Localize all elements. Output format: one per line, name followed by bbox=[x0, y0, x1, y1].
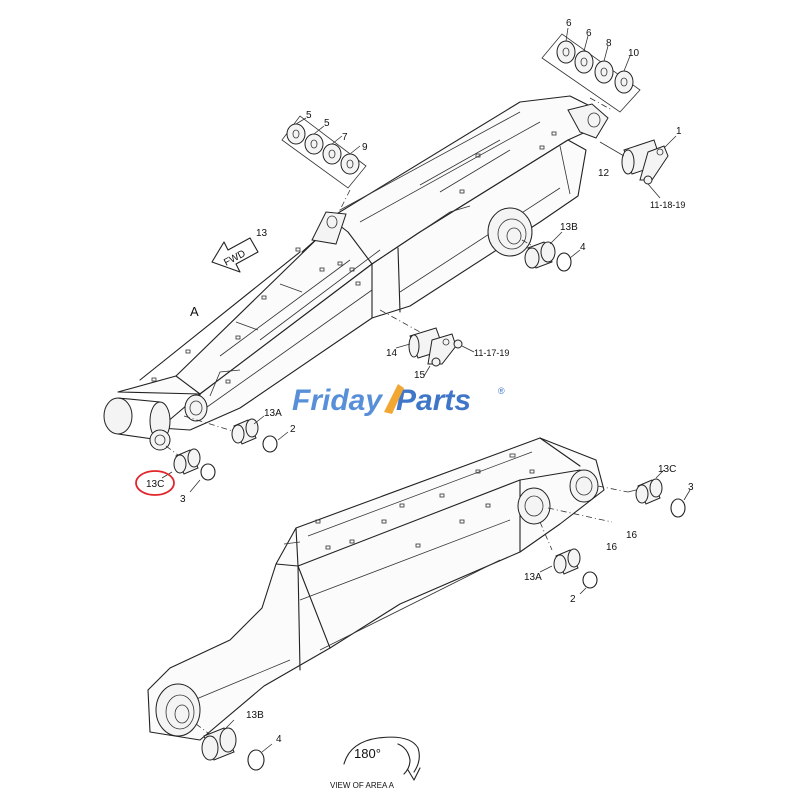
callout-3-right: 3 bbox=[688, 482, 694, 493]
callout-1: 1 bbox=[676, 126, 682, 137]
callout-16: 16 bbox=[626, 530, 638, 541]
view-letter: A bbox=[190, 304, 199, 319]
boom-lower bbox=[147, 437, 629, 741]
callout-13b-top: 13B bbox=[560, 222, 578, 233]
callout-4-top: 4 bbox=[580, 242, 586, 253]
washer-stack-mid-icon bbox=[281, 115, 367, 189]
bushing-13b-bottom-icon bbox=[201, 719, 273, 771]
watermark-mark: ® bbox=[498, 386, 505, 396]
fwd-label: FWD bbox=[222, 248, 247, 268]
highlight-circle-icon bbox=[135, 470, 175, 496]
callout-9: 9 bbox=[362, 142, 368, 153]
callout-3-left: 3 bbox=[180, 494, 186, 505]
callout-13c-right: 13C bbox=[658, 464, 676, 475]
callout-16b: 16 bbox=[606, 542, 618, 553]
watermark-logo: Friday Parts ® bbox=[292, 384, 505, 417]
callout-labels: 6 6 8 10 5 5 7 9 1 12 11-18-19 13 13B 4 … bbox=[146, 18, 694, 790]
washer-stack-top-icon bbox=[541, 27, 641, 113]
bushing-13b-top-icon bbox=[524, 231, 581, 272]
callout-11-17-19: 11-17-19 bbox=[474, 348, 509, 358]
callout-6: 6 bbox=[566, 18, 572, 29]
callout-5b: 5 bbox=[324, 118, 330, 129]
callout-11-18-19: 11-18-19 bbox=[650, 200, 685, 210]
callout-5: 5 bbox=[306, 110, 312, 121]
callout-13: 13 bbox=[256, 228, 268, 239]
bushing-13c-left-icon bbox=[161, 448, 216, 493]
callout-7: 7 bbox=[342, 132, 348, 143]
pin-12-icon bbox=[599, 135, 677, 199]
callout-14: 14 bbox=[386, 348, 398, 359]
fwd-arrow-icon: FWD bbox=[211, 237, 259, 273]
callout-4-bottom: 4 bbox=[276, 734, 282, 745]
callout-15: 15 bbox=[414, 370, 426, 381]
bushing-13a-top-icon bbox=[231, 415, 289, 453]
watermark-swoosh-icon bbox=[384, 384, 404, 414]
callout-13a-top: 13A bbox=[264, 408, 282, 419]
callout-2-bottom: 2 bbox=[570, 594, 576, 605]
view-caption: VIEW OF AREA A bbox=[330, 781, 395, 790]
watermark-part1: Friday bbox=[292, 384, 383, 417]
callout-12: 12 bbox=[598, 168, 610, 179]
bushing-13c-right-icon bbox=[627, 469, 691, 518]
boom-upper bbox=[103, 95, 613, 459]
callout-13b-bottom: 13B bbox=[246, 710, 264, 721]
callout-10: 10 bbox=[628, 48, 640, 59]
callout-13a-bottom: 13A bbox=[524, 572, 542, 583]
callout-13c-left: 13C bbox=[146, 479, 164, 490]
callout-2-top: 2 bbox=[290, 424, 296, 435]
callout-6b: 6 bbox=[586, 28, 592, 39]
callout-8: 8 bbox=[606, 38, 612, 49]
rotation-arrow-icon bbox=[343, 736, 421, 781]
rotation-label: 180° bbox=[354, 746, 381, 761]
bushing-13a-bottom-icon bbox=[539, 548, 598, 595]
pin-14-icon bbox=[395, 327, 475, 377]
watermark-part2: Parts bbox=[396, 384, 471, 417]
